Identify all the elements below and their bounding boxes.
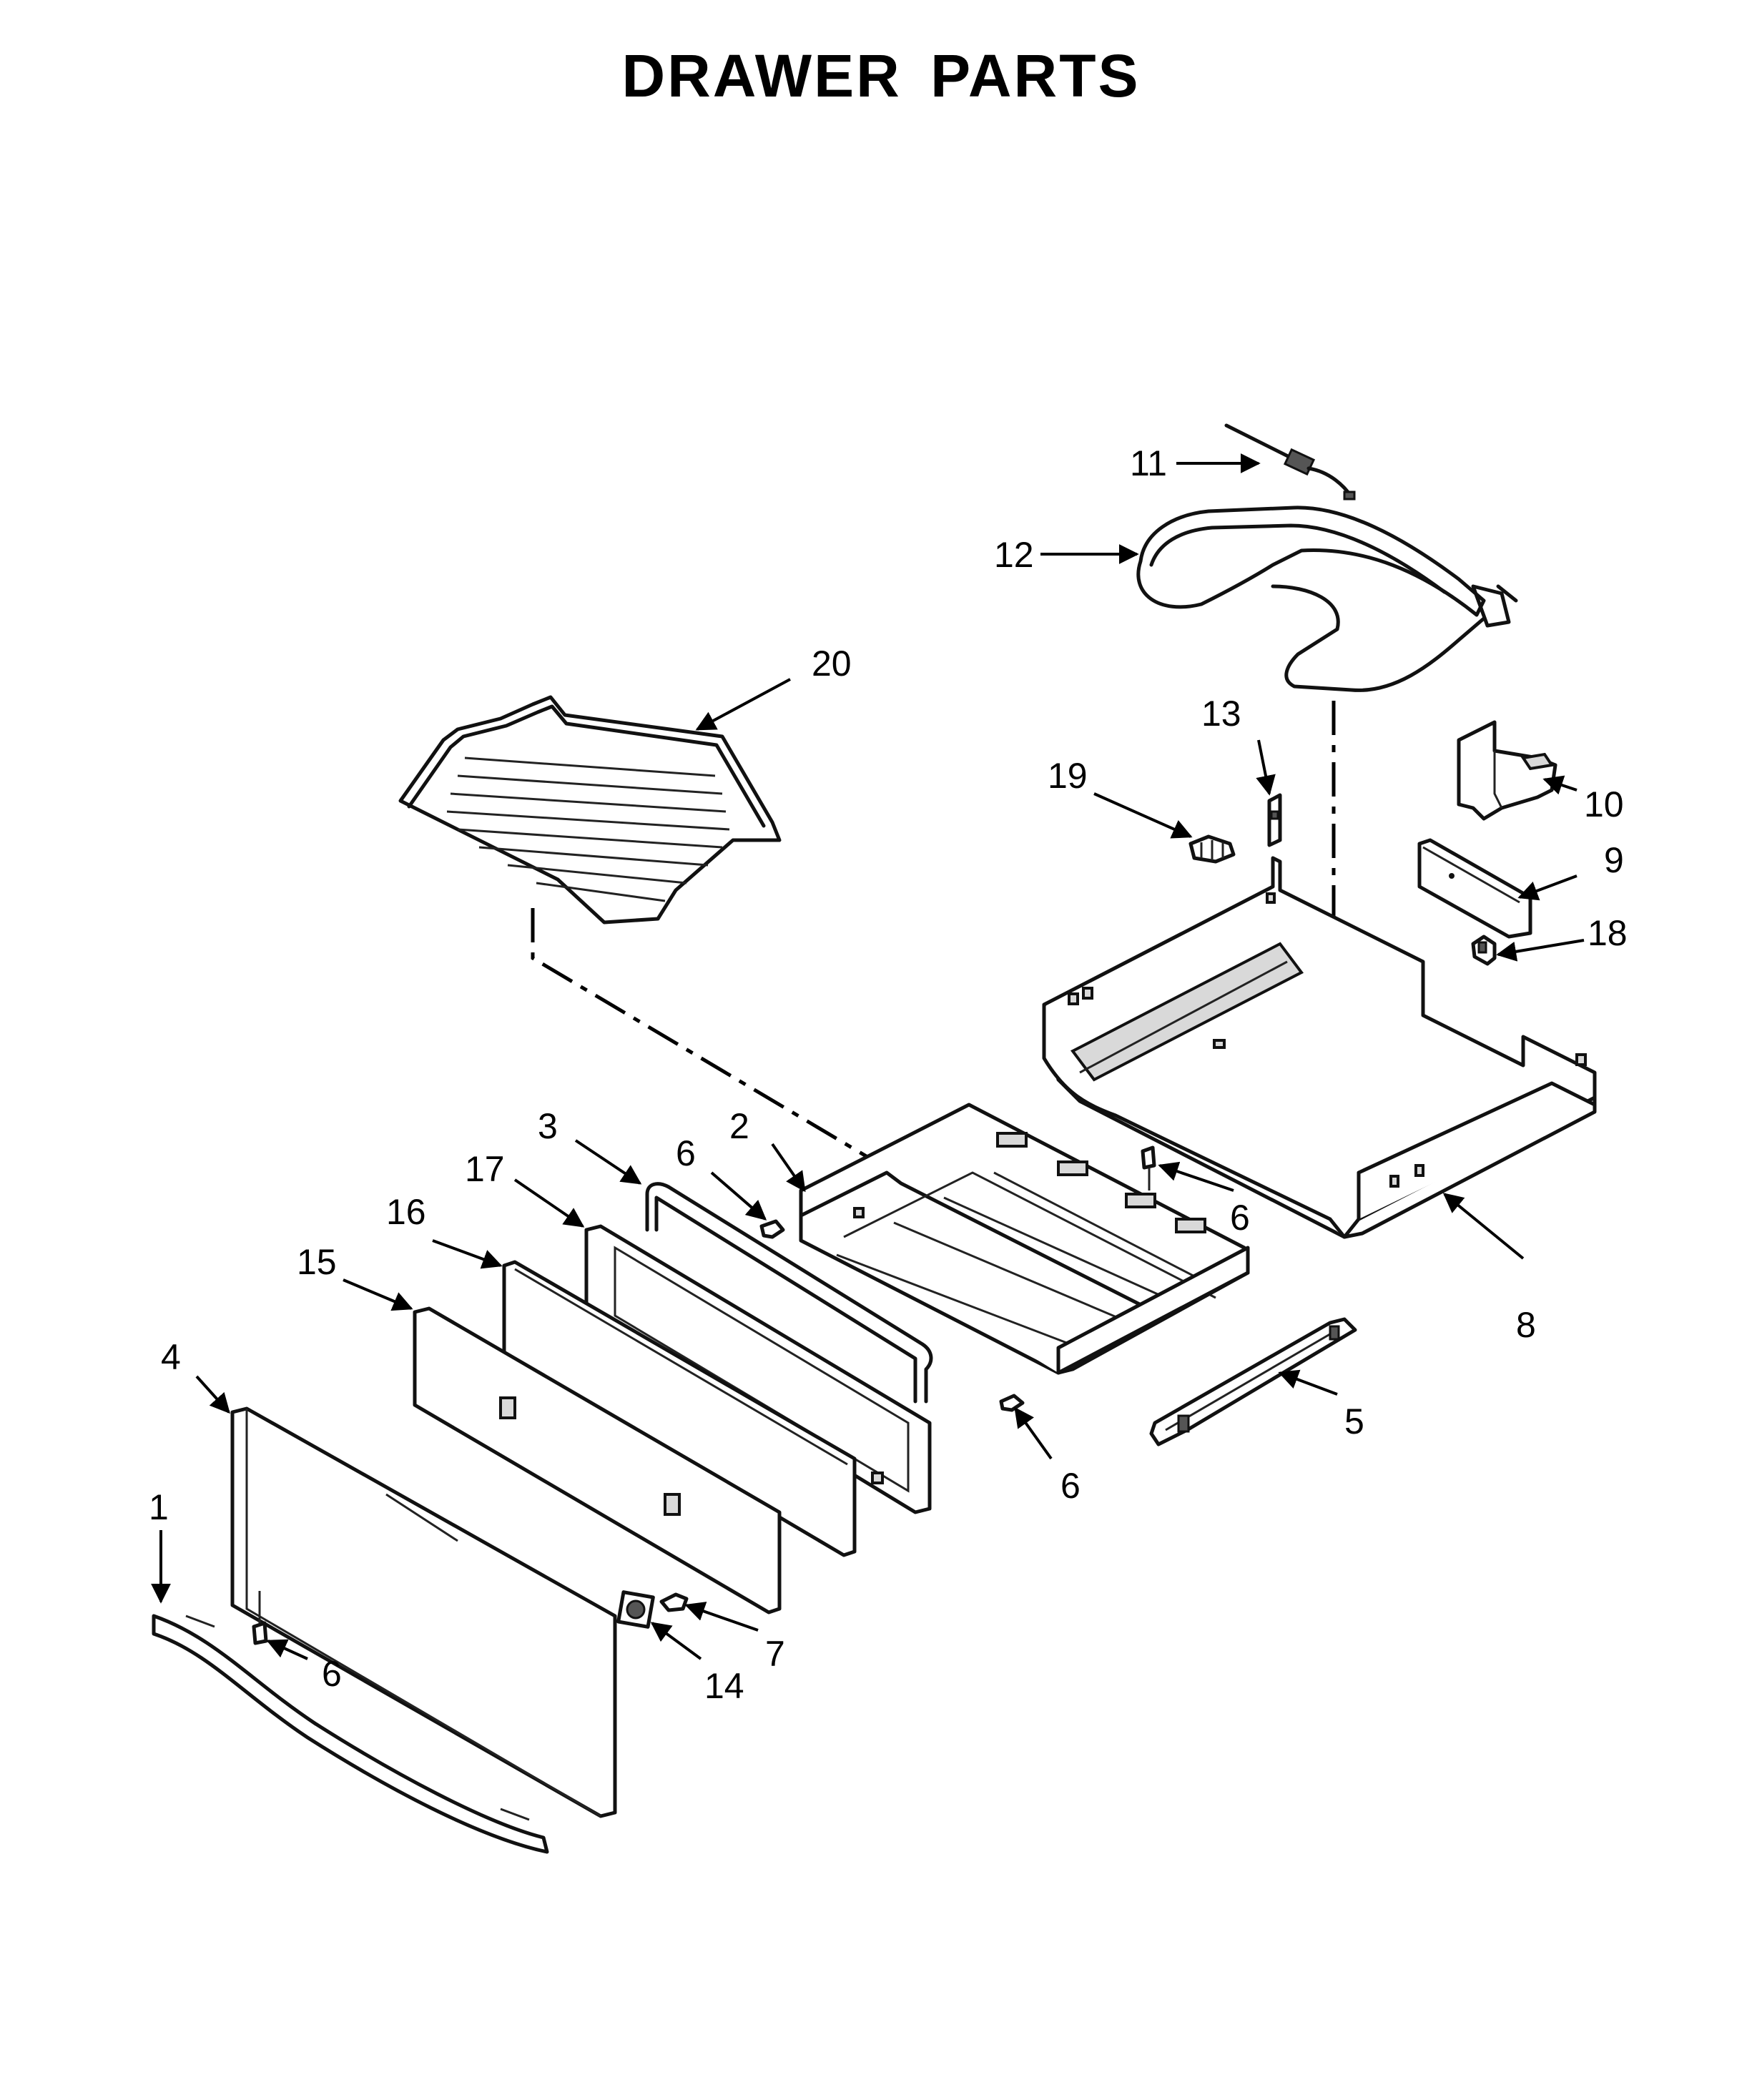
part-6-screw-b[interactable] [759,1219,785,1239]
callout-1: 1 [149,1487,169,1527]
callout-9: 9 [1604,840,1624,880]
part-15-liner-panel[interactable] [413,1306,782,1615]
part-5-slide-rail[interactable] [1149,1317,1357,1446]
callout-11: 11 [1130,443,1167,483]
part-7-screw[interactable] [659,1592,689,1612]
callout-10: 10 [1584,784,1624,824]
callout-2: 2 [729,1106,749,1146]
callout-15: 15 [297,1242,337,1282]
callout-6d: 6 [1060,1466,1081,1506]
callout-20: 20 [812,644,852,684]
callout-18: 18 [1588,913,1628,953]
callout-13: 13 [1201,694,1241,734]
diagram-title: DRAWER PARTS [621,42,1141,109]
callout-numbers: 11 12 20 13 19 10 9 18 8 5 2 3 6 6 17 16… [149,443,1628,1706]
part-13-bracket[interactable] [1267,793,1282,847]
part-14-clip[interactable] [616,1590,655,1629]
part-1-handle[interactable] [152,1614,549,1854]
part-10-bracket[interactable] [1457,720,1557,821]
part-9-plate[interactable] [1417,838,1532,939]
part-12-bake-element[interactable] [1136,506,1518,692]
callout-12: 12 [994,535,1034,575]
part-8-drawer-housing[interactable] [1042,856,1597,1239]
callout-8: 8 [1516,1305,1536,1345]
callout-16: 16 [386,1192,426,1232]
callout-19: 19 [1048,756,1088,796]
callout-6a: 6 [676,1133,696,1173]
leader-lines [151,453,1585,1660]
part-6-screw-c[interactable] [1141,1145,1156,1191]
callout-4: 4 [161,1337,181,1377]
part-11-sensor[interactable] [1224,423,1356,501]
part-20-rack[interactable] [398,695,782,925]
callout-3: 3 [538,1106,558,1146]
part-18-clip[interactable] [1471,935,1497,966]
callout-7: 7 [765,1634,785,1674]
callout-17: 17 [465,1149,505,1189]
part-6-screw-d[interactable] [999,1394,1025,1412]
part-19-screw[interactable] [1188,834,1236,864]
part-4-drawer-front[interactable] [230,1406,617,1818]
part-2-drawer-pan[interactable] [799,1103,1250,1375]
callout-14: 14 [704,1666,744,1706]
callout-6c: 6 [322,1654,342,1694]
part-6-screw-a[interactable] [252,1591,268,1645]
callout-5: 5 [1344,1401,1364,1441]
callout-6b: 6 [1230,1198,1250,1238]
part-3-rod[interactable] [645,1182,933,1404]
